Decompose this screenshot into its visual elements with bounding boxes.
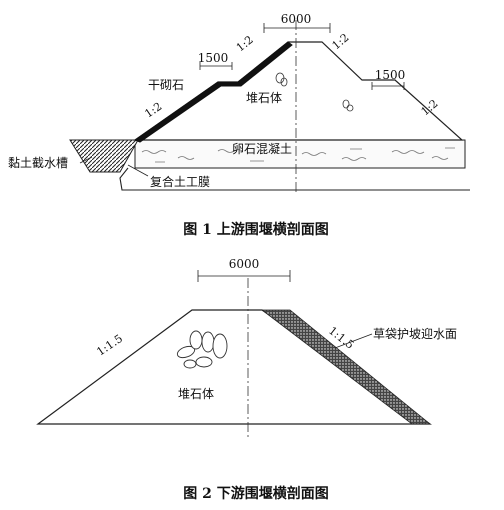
pebble-concrete-layer: [134, 139, 466, 169]
label-dry-stone: 干砌石: [148, 78, 184, 92]
slope-upper-right: 1:2: [330, 31, 352, 52]
figure-2-caption: 图 2 下游围堰横剖面图: [183, 485, 329, 502]
upstream-embankment: [133, 41, 464, 141]
label-clay-trench: 黏土截水槽: [8, 156, 68, 170]
dim-top-1-label: 6000: [281, 12, 312, 26]
geomembrane-leader: [127, 164, 149, 177]
slope-upper-left: 1:2: [234, 33, 256, 54]
pebble-concrete-texture: [141, 147, 455, 163]
dim-berm-right: [371, 82, 405, 90]
grass-bag-protection: [260, 309, 432, 425]
label-rockfill-2: 堆石体: [178, 387, 214, 401]
slope-left-2: 1:1.5: [94, 332, 125, 359]
dim-top-2-label: 6000: [229, 257, 260, 271]
figure-1-caption: 图 1 上游围堰横剖面图: [183, 221, 329, 238]
clay-trench: [69, 139, 139, 173]
dim-berm-left: [199, 62, 233, 70]
label-geomembrane: 复合土工膜: [150, 174, 210, 189]
label-pebble-concrete: 卵石混凝土: [232, 141, 292, 156]
clay-trench-leader: [79, 156, 93, 164]
downstream-embankment: [36, 309, 432, 425]
rockfill-stones-1: [275, 72, 354, 112]
label-grass-bag: 草袋护坡迎水面: [373, 327, 457, 341]
dim-top-2: [197, 270, 291, 282]
dry-stone-facing: [133, 41, 293, 143]
dim-berm-right-label: 1500: [375, 68, 406, 82]
grass-bag-leader: [334, 333, 373, 349]
slope-lower-left: 1:2: [142, 100, 164, 121]
rockfill-stones-2: [176, 330, 228, 369]
dim-berm-left-label: 1500: [198, 51, 229, 65]
figure-1-upstream-section: 6000 1500 1500 1:2 1:2 1:2 1:2 干砌石 堆石体 卵…: [8, 12, 470, 238]
label-rockfill-1: 堆石体: [246, 91, 282, 105]
figure-2-downstream-section: 6000 1:1.5 1:1.5 堆石体 草袋护坡迎水面 图 2 下游围堰横剖面…: [36, 257, 457, 502]
dim-top-1: [263, 23, 331, 33]
